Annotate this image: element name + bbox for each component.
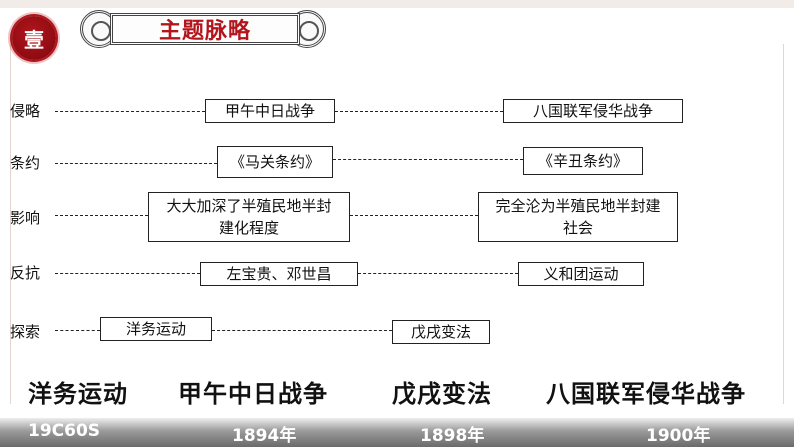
- box-impact-1894: 大大加深了半殖民地半封建化程度: [148, 192, 350, 242]
- timeline-event-hundred-days-reform: 戊戌变法: [392, 379, 492, 408]
- seal-character: 壹: [24, 27, 44, 52]
- timeline-event-eight-nation-invasion: 八国联军侵华战争: [546, 379, 746, 408]
- row-label-invasion: 侵略: [10, 102, 41, 120]
- dash-line: [350, 215, 478, 216]
- timeline-year-1898: 1898年: [420, 426, 485, 446]
- row-label-treaty: 条约: [10, 154, 41, 172]
- timeline-event-westernization: 洋务运动: [28, 379, 128, 408]
- dash-line: [55, 273, 200, 274]
- left-frame-line: [10, 44, 11, 404]
- row-label-impact: 影响: [10, 209, 41, 227]
- dash-line: [335, 111, 503, 112]
- dash-line: [55, 163, 217, 164]
- row-label-resistance: 反抗: [10, 264, 41, 282]
- dash-line: [333, 159, 523, 160]
- red-seal-icon: 壹: [12, 16, 56, 60]
- box-invasion-1900: 八国联军侵华战争: [503, 99, 683, 123]
- dash-line: [55, 111, 205, 112]
- box-treaty-shimonoseki: 《马关条约》: [217, 146, 333, 178]
- timeline-year-19c60s: 19C60S: [28, 421, 101, 441]
- box-treaty-boxer-protocol: 《辛丑条约》: [523, 147, 643, 175]
- box-invasion-1894: 甲午中日战争: [205, 99, 335, 123]
- dash-line: [55, 215, 148, 216]
- top-border: [0, 0, 794, 8]
- page-title: 主题脉略: [158, 18, 251, 44]
- row-label-exploration: 探索: [10, 323, 41, 341]
- dash-line: [55, 330, 100, 331]
- title-scroll-banner: 主题脉略: [80, 6, 340, 52]
- box-resistance-1894: 左宝贵、邓世昌: [200, 262, 358, 286]
- timeline-year-1894: 1894年: [232, 426, 297, 446]
- box-resistance-1900: 义和团运动: [518, 262, 644, 286]
- dash-line: [212, 330, 392, 331]
- box-exploration-reform: 戊戌变法: [392, 320, 490, 344]
- timeline-year-1900: 1900年: [646, 426, 711, 446]
- title-box: 主题脉略: [110, 13, 300, 45]
- dash-line: [358, 273, 518, 274]
- right-frame-line: [783, 44, 784, 404]
- box-impact-1900: 完全沦为半殖民地半封建社会: [478, 192, 678, 242]
- box-exploration-westernization: 洋务运动: [100, 317, 212, 341]
- timeline-event-sino-japanese-war: 甲午中日战争: [178, 379, 328, 408]
- timeline-bar: [0, 418, 794, 447]
